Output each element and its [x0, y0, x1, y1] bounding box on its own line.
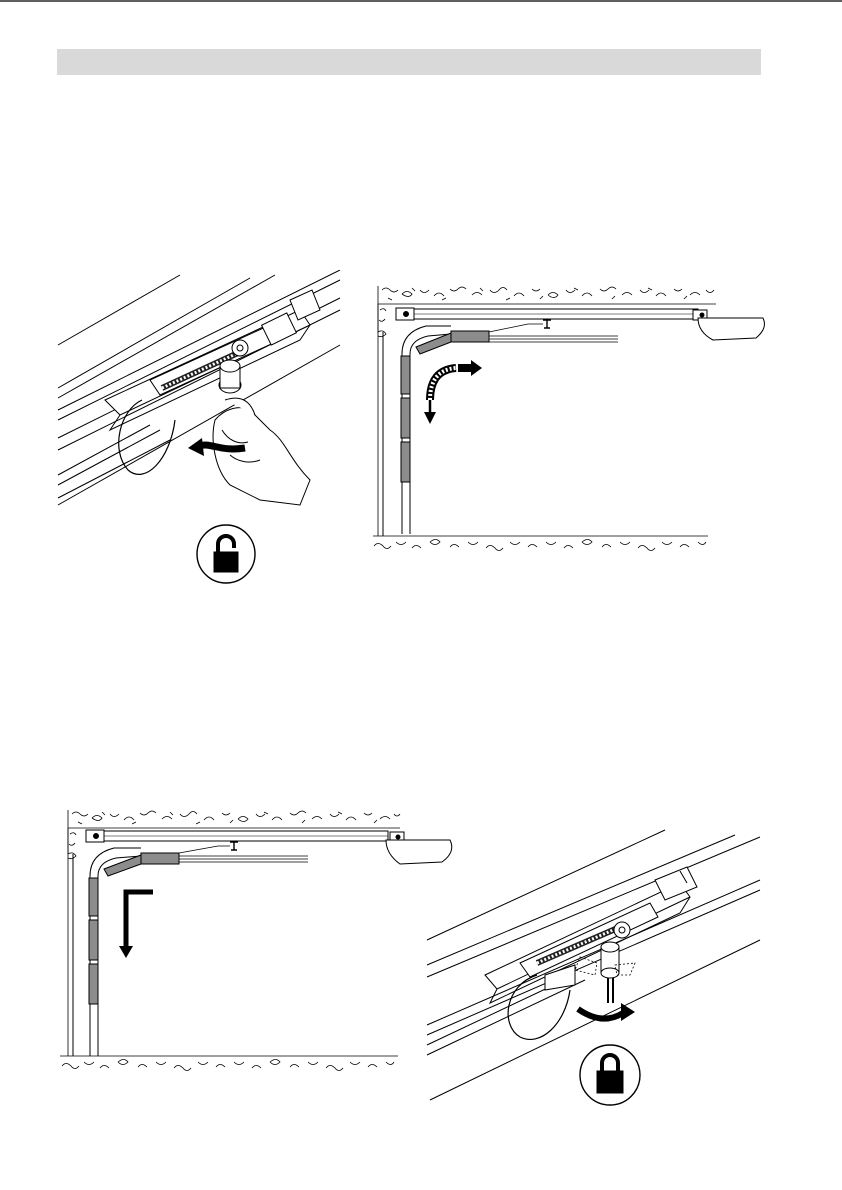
- rail: [86, 830, 404, 842]
- wall-texture: [378, 286, 386, 536]
- motor-unit: [698, 318, 764, 340]
- elbow-arrow-icon: [119, 892, 153, 958]
- door-panels: [89, 855, 141, 1004]
- top-rule: [0, 0, 842, 4]
- locked-padlock-icon: [580, 1045, 640, 1105]
- section-header-bar: [57, 49, 761, 75]
- rotate-arrow-icon: [578, 1003, 635, 1021]
- ceiling-texture: [378, 286, 716, 304]
- wall-texture: [68, 810, 76, 1056]
- floor-texture: [372, 536, 710, 552]
- door-closing-figure: [58, 808, 458, 1088]
- lock-rail-figure: [425, 825, 765, 1110]
- door-panels: [401, 333, 451, 482]
- unlocked-padlock-icon: [197, 525, 255, 583]
- ceiling-texture: [68, 811, 400, 828]
- curved-arrow-icon: [430, 368, 456, 400]
- trolley: [451, 320, 618, 342]
- rail: [396, 308, 707, 320]
- floor-texture: [60, 1056, 398, 1071]
- right-arrow-icon: [458, 360, 482, 376]
- cable-end: [545, 965, 575, 990]
- trolley: [141, 842, 308, 864]
- door-opening-figure: [368, 284, 768, 574]
- release-rail-figure: [50, 270, 350, 590]
- down-arrow-icon: [424, 400, 436, 424]
- carriage: [485, 867, 697, 1003]
